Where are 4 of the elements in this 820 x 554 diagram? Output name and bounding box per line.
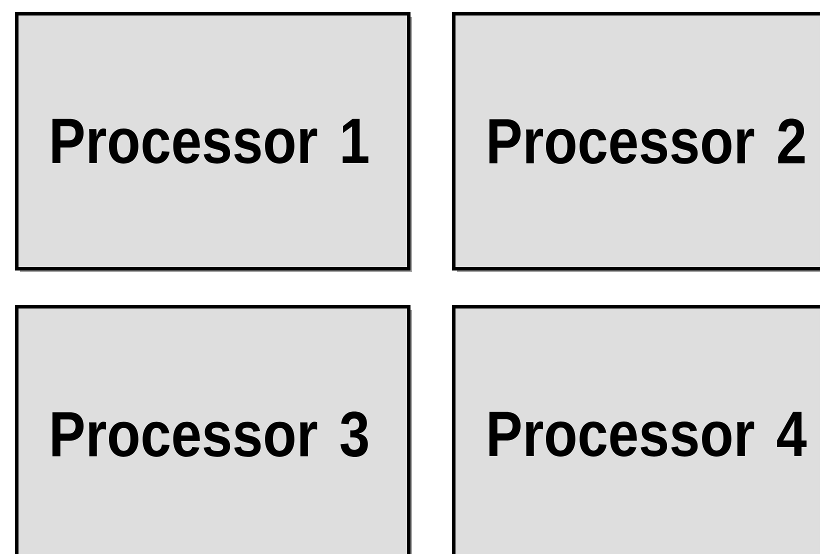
processor-box: Processor 2: [452, 12, 820, 272]
processor-box: Processor 3: [15, 305, 412, 554]
processor-box: Processor 4: [452, 305, 820, 554]
processor-box: Processor 1: [15, 12, 412, 272]
